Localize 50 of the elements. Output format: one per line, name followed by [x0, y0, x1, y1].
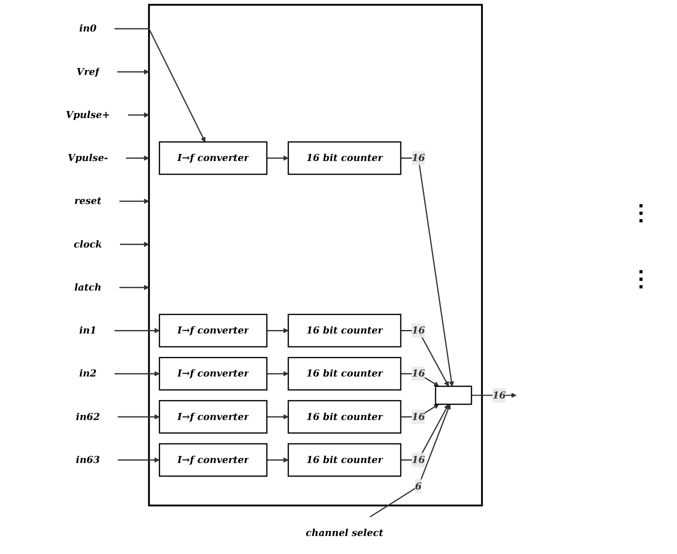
arrow	[119, 198, 150, 204]
node-box	[158, 141, 268, 175]
node-text: channel select	[306, 527, 384, 538]
arrow	[120, 242, 150, 247]
node-text: in1	[79, 324, 97, 336]
arrow	[117, 69, 150, 74]
edge-label: 6	[415, 480, 422, 492]
node-box	[288, 356, 402, 390]
node-box	[158, 400, 268, 434]
node-box	[158, 356, 268, 390]
node-text: in62	[76, 410, 100, 422]
edge-label: 16	[412, 454, 426, 466]
arrow	[114, 28, 206, 142]
node-box	[158, 314, 268, 348]
arrow	[119, 284, 150, 290]
node-text: in2	[79, 368, 97, 380]
arrow	[118, 414, 160, 420]
node-text: Vpulse+	[66, 109, 110, 120]
arrow	[114, 371, 160, 376]
node-text: in0	[79, 22, 97, 34]
edge-label: 16	[412, 324, 426, 336]
arrow	[118, 457, 160, 463]
node-box	[288, 141, 402, 175]
ellipsis-mark: ⋮	[630, 266, 652, 292]
edge-label: 16	[412, 410, 426, 422]
node-text: latch	[74, 281, 102, 293]
node-box	[158, 443, 268, 477]
edge-label: 16	[412, 368, 426, 380]
arrow	[266, 328, 289, 334]
arrow	[266, 414, 289, 420]
node-text: Vpulse-	[68, 152, 108, 164]
node-box	[288, 400, 402, 434]
edge-label: 16	[412, 152, 426, 164]
ellipsis-mark: ⋮	[630, 200, 652, 226]
node-box	[434, 386, 472, 405]
arrow	[471, 392, 516, 398]
arrow	[128, 112, 150, 118]
cluster	[148, 4, 483, 506]
node-text: reset	[74, 195, 102, 207]
node-text: in63	[76, 454, 100, 466]
edge-label: 16	[492, 389, 506, 401]
arrow	[266, 371, 289, 376]
arrow	[126, 155, 150, 161]
node-box	[288, 314, 402, 348]
arrow	[266, 457, 289, 463]
arrow	[114, 328, 160, 334]
node-text: clock	[74, 238, 102, 250]
node-box	[288, 443, 402, 477]
node-text: Vref	[76, 66, 100, 78]
arrow	[266, 155, 289, 161]
